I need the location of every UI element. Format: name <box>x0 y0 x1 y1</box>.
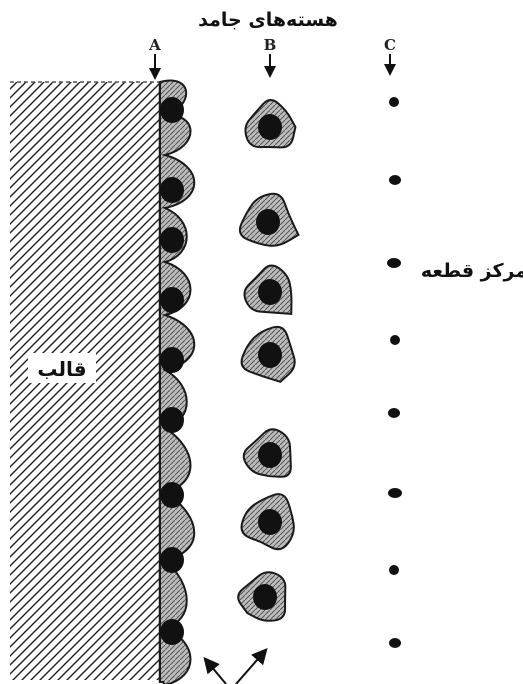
wall-nucleus <box>160 407 184 433</box>
wall-nucleus <box>160 347 184 373</box>
solid-nuclei-column-b <box>237 99 300 622</box>
small-nucleus <box>390 335 400 345</box>
title-label: هسته‌های جامد <box>198 9 338 31</box>
wall-solid-layer <box>159 79 196 684</box>
column-c-marker: C <box>384 36 396 76</box>
small-nucleus <box>389 97 399 107</box>
nucleus-core <box>253 584 277 610</box>
wall-nucleus <box>160 227 184 253</box>
wall-nucleus <box>160 482 184 508</box>
mold-label-bg <box>28 353 96 383</box>
nucleus-core <box>258 279 282 305</box>
column-c-label: C <box>384 36 396 54</box>
nucleus-core <box>258 342 282 368</box>
wall-solid-crust <box>159 79 196 684</box>
small-nuclei-column-c <box>387 97 402 648</box>
wall-nucleus <box>160 619 184 645</box>
wall-nucleus <box>160 547 184 573</box>
mold-label: قالب <box>37 357 86 381</box>
small-nucleus <box>389 565 399 575</box>
column-b-marker: B <box>264 36 277 78</box>
small-nucleus <box>389 638 401 648</box>
small-nucleus <box>388 408 400 418</box>
small-nucleus <box>387 258 401 268</box>
nucleus-core <box>258 509 282 535</box>
wall-nucleus <box>160 97 184 123</box>
wall-nucleus <box>160 287 184 313</box>
nucleus-core <box>256 209 280 235</box>
bottom-pointer-arrows <box>203 647 268 684</box>
nucleus-core <box>258 114 282 140</box>
nucleus-core <box>258 442 282 468</box>
part-center-label: مرکز قطعه <box>421 260 523 282</box>
column-a-label: A <box>148 36 161 54</box>
small-nucleus <box>388 488 402 498</box>
column-b-label: B <box>264 36 277 54</box>
wall-nucleus <box>160 177 184 203</box>
small-nucleus <box>389 175 401 185</box>
column-a-marker: A <box>148 36 161 80</box>
